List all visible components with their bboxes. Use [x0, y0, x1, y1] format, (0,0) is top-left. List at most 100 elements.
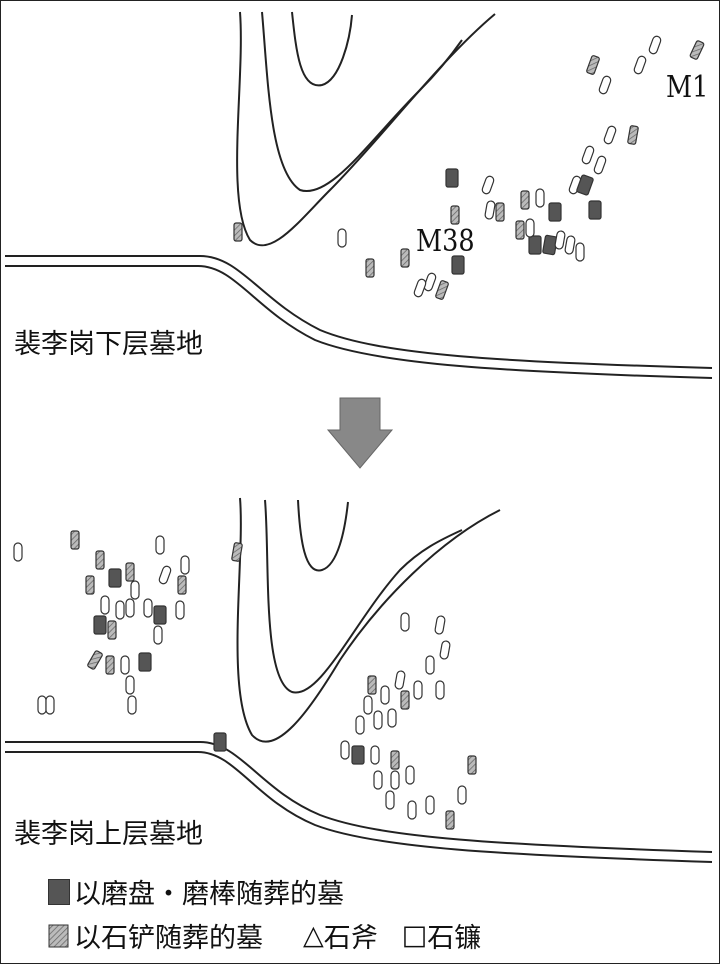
- grave-grinding: [138, 652, 152, 672]
- grave-spade: [231, 542, 243, 562]
- grave: [525, 218, 535, 238]
- grave-spade: [233, 222, 243, 242]
- grave: [380, 685, 390, 705]
- triangle-icon: △: [303, 920, 324, 951]
- down-arrow-icon: [326, 397, 394, 469]
- grave-grinding: [108, 568, 122, 588]
- grave: [340, 740, 350, 760]
- grave-spade: [400, 248, 410, 268]
- grave: [425, 795, 435, 815]
- grave-grinding: [93, 615, 107, 635]
- grave: [423, 272, 437, 292]
- grave: [120, 655, 130, 675]
- grave: [575, 242, 585, 262]
- grave: [337, 228, 347, 248]
- road-line: [5, 265, 713, 379]
- grave-grinding: [153, 605, 167, 625]
- upper-cemetery-title: 裴李岗上层墓地: [14, 819, 203, 850]
- road-line: [5, 255, 713, 369]
- road-line: [5, 741, 713, 853]
- grave-spade: [520, 190, 530, 210]
- grave: [143, 598, 153, 618]
- grave-spade: [70, 530, 80, 550]
- contour-line: [264, 499, 463, 694]
- grave: [363, 695, 373, 715]
- grave: [581, 145, 595, 165]
- grave-spade: [177, 575, 187, 595]
- contour-line: [291, 11, 353, 87]
- grave-spade: [515, 220, 525, 240]
- grave: [633, 55, 647, 75]
- spade-swatch-icon: [48, 924, 69, 947]
- legend-axe-label: 石斧: [323, 923, 378, 954]
- grave: [554, 230, 566, 250]
- grave: [355, 715, 365, 735]
- grave: [158, 565, 172, 585]
- grave-grinding: [451, 255, 465, 275]
- grave-spade: [390, 750, 400, 770]
- lower-cemetery-title: 裴李岗下层墓地: [14, 329, 203, 360]
- legend-spade-label: 以石铲随葬的墓: [74, 923, 263, 954]
- grave: [407, 800, 417, 820]
- grave: [37, 695, 47, 715]
- grave: [127, 695, 137, 715]
- grave: [387, 708, 397, 728]
- grave: [400, 612, 410, 632]
- grave-label-m38: M38: [416, 224, 475, 259]
- grave-grinding: [445, 168, 459, 188]
- grave-spade: [85, 575, 95, 595]
- grave: [598, 75, 612, 95]
- grave-spade: [107, 620, 117, 640]
- grinding-swatch-icon: [48, 878, 70, 905]
- grave: [405, 765, 415, 785]
- legend-grinding-label: 以磨盘・磨棒随葬的墓: [74, 879, 344, 910]
- grave: [434, 615, 446, 635]
- grave-grinding: [576, 174, 594, 196]
- grave-grinding: [351, 745, 365, 765]
- grave-spade: [435, 280, 449, 300]
- legend-spade: 以石铲随葬的墓 △ 石斧 □ 石镰: [48, 916, 481, 955]
- grave: [175, 600, 185, 620]
- legend-grinding: 以磨盘・磨棒随葬的墓: [48, 872, 344, 911]
- grave-spade: [586, 55, 600, 75]
- road-line: [5, 751, 713, 863]
- grave: [115, 600, 125, 620]
- square-icon: □: [401, 920, 428, 951]
- grave: [390, 770, 400, 790]
- contour-line: [236, 497, 501, 743]
- grave: [425, 655, 435, 675]
- grave: [385, 790, 395, 810]
- grave-grinding: [213, 732, 227, 752]
- grave-spade: [125, 562, 135, 582]
- grave-spade: [365, 258, 375, 278]
- grave-spade: [445, 810, 455, 830]
- grave-spade: [689, 40, 705, 60]
- grave-spade: [95, 550, 105, 570]
- grave: [130, 580, 140, 600]
- grave-spade: [105, 655, 115, 675]
- grave: [439, 640, 451, 660]
- grave: [373, 710, 383, 730]
- grave: [13, 542, 23, 562]
- grave-grinding: [528, 235, 542, 255]
- grave: [457, 785, 467, 805]
- grave: [481, 175, 495, 195]
- grave-spade: [400, 690, 410, 710]
- grave: [535, 188, 545, 208]
- grave: [603, 125, 617, 145]
- grave: [370, 745, 380, 765]
- grave-spade: [367, 675, 377, 695]
- grave: [153, 625, 163, 645]
- grave: [373, 770, 383, 790]
- contour-line: [261, 11, 463, 193]
- grave: [155, 535, 165, 555]
- grave: [100, 595, 110, 615]
- grave-grinding: [548, 202, 562, 222]
- grave: [413, 278, 427, 298]
- grave-grinding: [588, 200, 602, 220]
- grave-spade: [627, 125, 639, 145]
- grave: [648, 35, 662, 55]
- grave-spade: [467, 755, 477, 775]
- grave: [394, 670, 406, 690]
